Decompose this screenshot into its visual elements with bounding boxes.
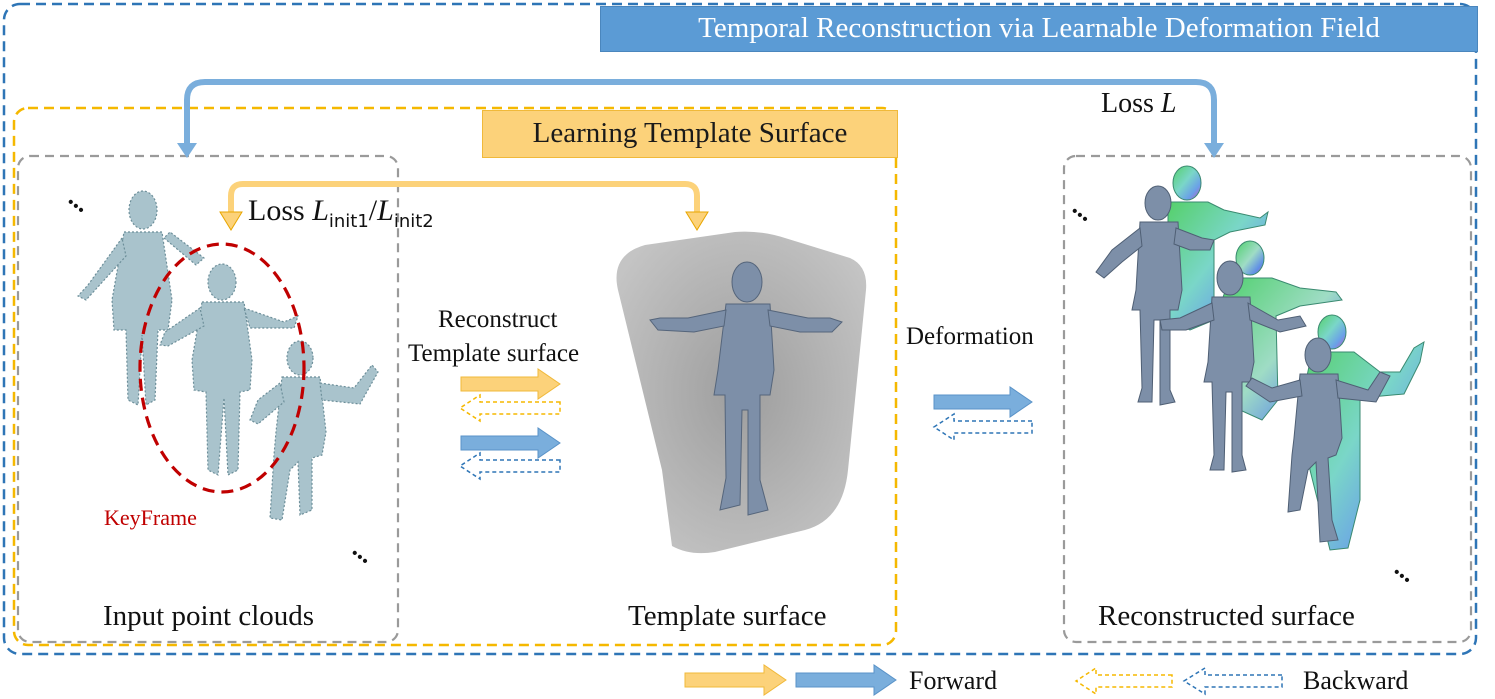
loss-init-symbol-1: L bbox=[312, 194, 329, 227]
loss-loop-arrowhead-left bbox=[177, 143, 197, 158]
legend-forward-label: Forward bbox=[909, 666, 998, 695]
template-learning-frame bbox=[12, 106, 898, 647]
loss-outer-label: Loss L bbox=[1101, 88, 1176, 120]
loss-outer-prefix: Loss bbox=[1101, 88, 1154, 119]
loss-init-sub-1: init1 bbox=[328, 211, 369, 232]
legend-forward-arrows bbox=[684, 664, 897, 696]
outer-frame bbox=[2, 2, 1478, 656]
loss-init-symbol-2: L bbox=[377, 194, 394, 227]
panel-label-input: Input point clouds bbox=[103, 600, 315, 632]
reconstructed-figures bbox=[1095, 165, 1425, 551]
reconstructed-panel bbox=[1062, 154, 1473, 644]
outer-title-banner: Temporal Reconstruction via Learnable De… bbox=[600, 6, 1478, 52]
legend-backward-arrows bbox=[1074, 666, 1283, 696]
deformation-arrows bbox=[932, 386, 1033, 442]
reconstruct-label-line1: Reconstruct bbox=[438, 306, 558, 333]
loss-loop-arrowhead-right bbox=[1204, 143, 1224, 158]
outer-title: Temporal Reconstruction via Learnable De… bbox=[698, 12, 1380, 44]
loss-init-arrow-yellow bbox=[228, 181, 700, 215]
point-cloud-figure-middle bbox=[159, 263, 299, 476]
loss-init-arrowhead-left bbox=[219, 211, 243, 231]
gray-figure-3 bbox=[1245, 337, 1391, 543]
deformation-label: Deformation bbox=[906, 323, 1034, 350]
template-mesh-figure bbox=[649, 261, 843, 516]
keyframe-label: KeyFrame bbox=[104, 505, 197, 530]
loss-init-sub-2: init2 bbox=[393, 211, 434, 232]
point-cloud-figure-front bbox=[249, 340, 379, 521]
loss-outer-symbol: L bbox=[1160, 88, 1177, 119]
point-cloud-figure-back bbox=[77, 190, 205, 406]
panel-label-template: Template surface bbox=[628, 600, 827, 632]
loss-init-arrowhead-right bbox=[685, 211, 709, 231]
keyframe-ellipse bbox=[138, 242, 306, 494]
gray-figure-2 bbox=[1159, 260, 1307, 473]
point-cloud-figures bbox=[77, 190, 379, 521]
loss-init-slash: / bbox=[368, 194, 378, 227]
gray-figure-1 bbox=[1095, 185, 1215, 406]
inner-title: Learning Template Surface bbox=[532, 117, 848, 149]
input-panel bbox=[16, 154, 400, 644]
panel-label-reconstructed: Reconstructed surface bbox=[1098, 600, 1355, 632]
loss-init-prefix: Loss bbox=[248, 194, 305, 227]
template-forward-arrows bbox=[460, 368, 561, 459]
loss-init-label: Loss Linit1/Linit2 bbox=[248, 194, 434, 232]
deformed-figure-1 bbox=[1167, 165, 1269, 331]
loss-loop-arrow-blue bbox=[184, 79, 1217, 150]
template-backward-arrows bbox=[458, 393, 561, 481]
reconstruct-label-line2: Template surface bbox=[408, 340, 580, 367]
legend-backward-label: Backward bbox=[1303, 666, 1409, 695]
inner-title-banner: Learning Template Surface bbox=[482, 110, 898, 158]
